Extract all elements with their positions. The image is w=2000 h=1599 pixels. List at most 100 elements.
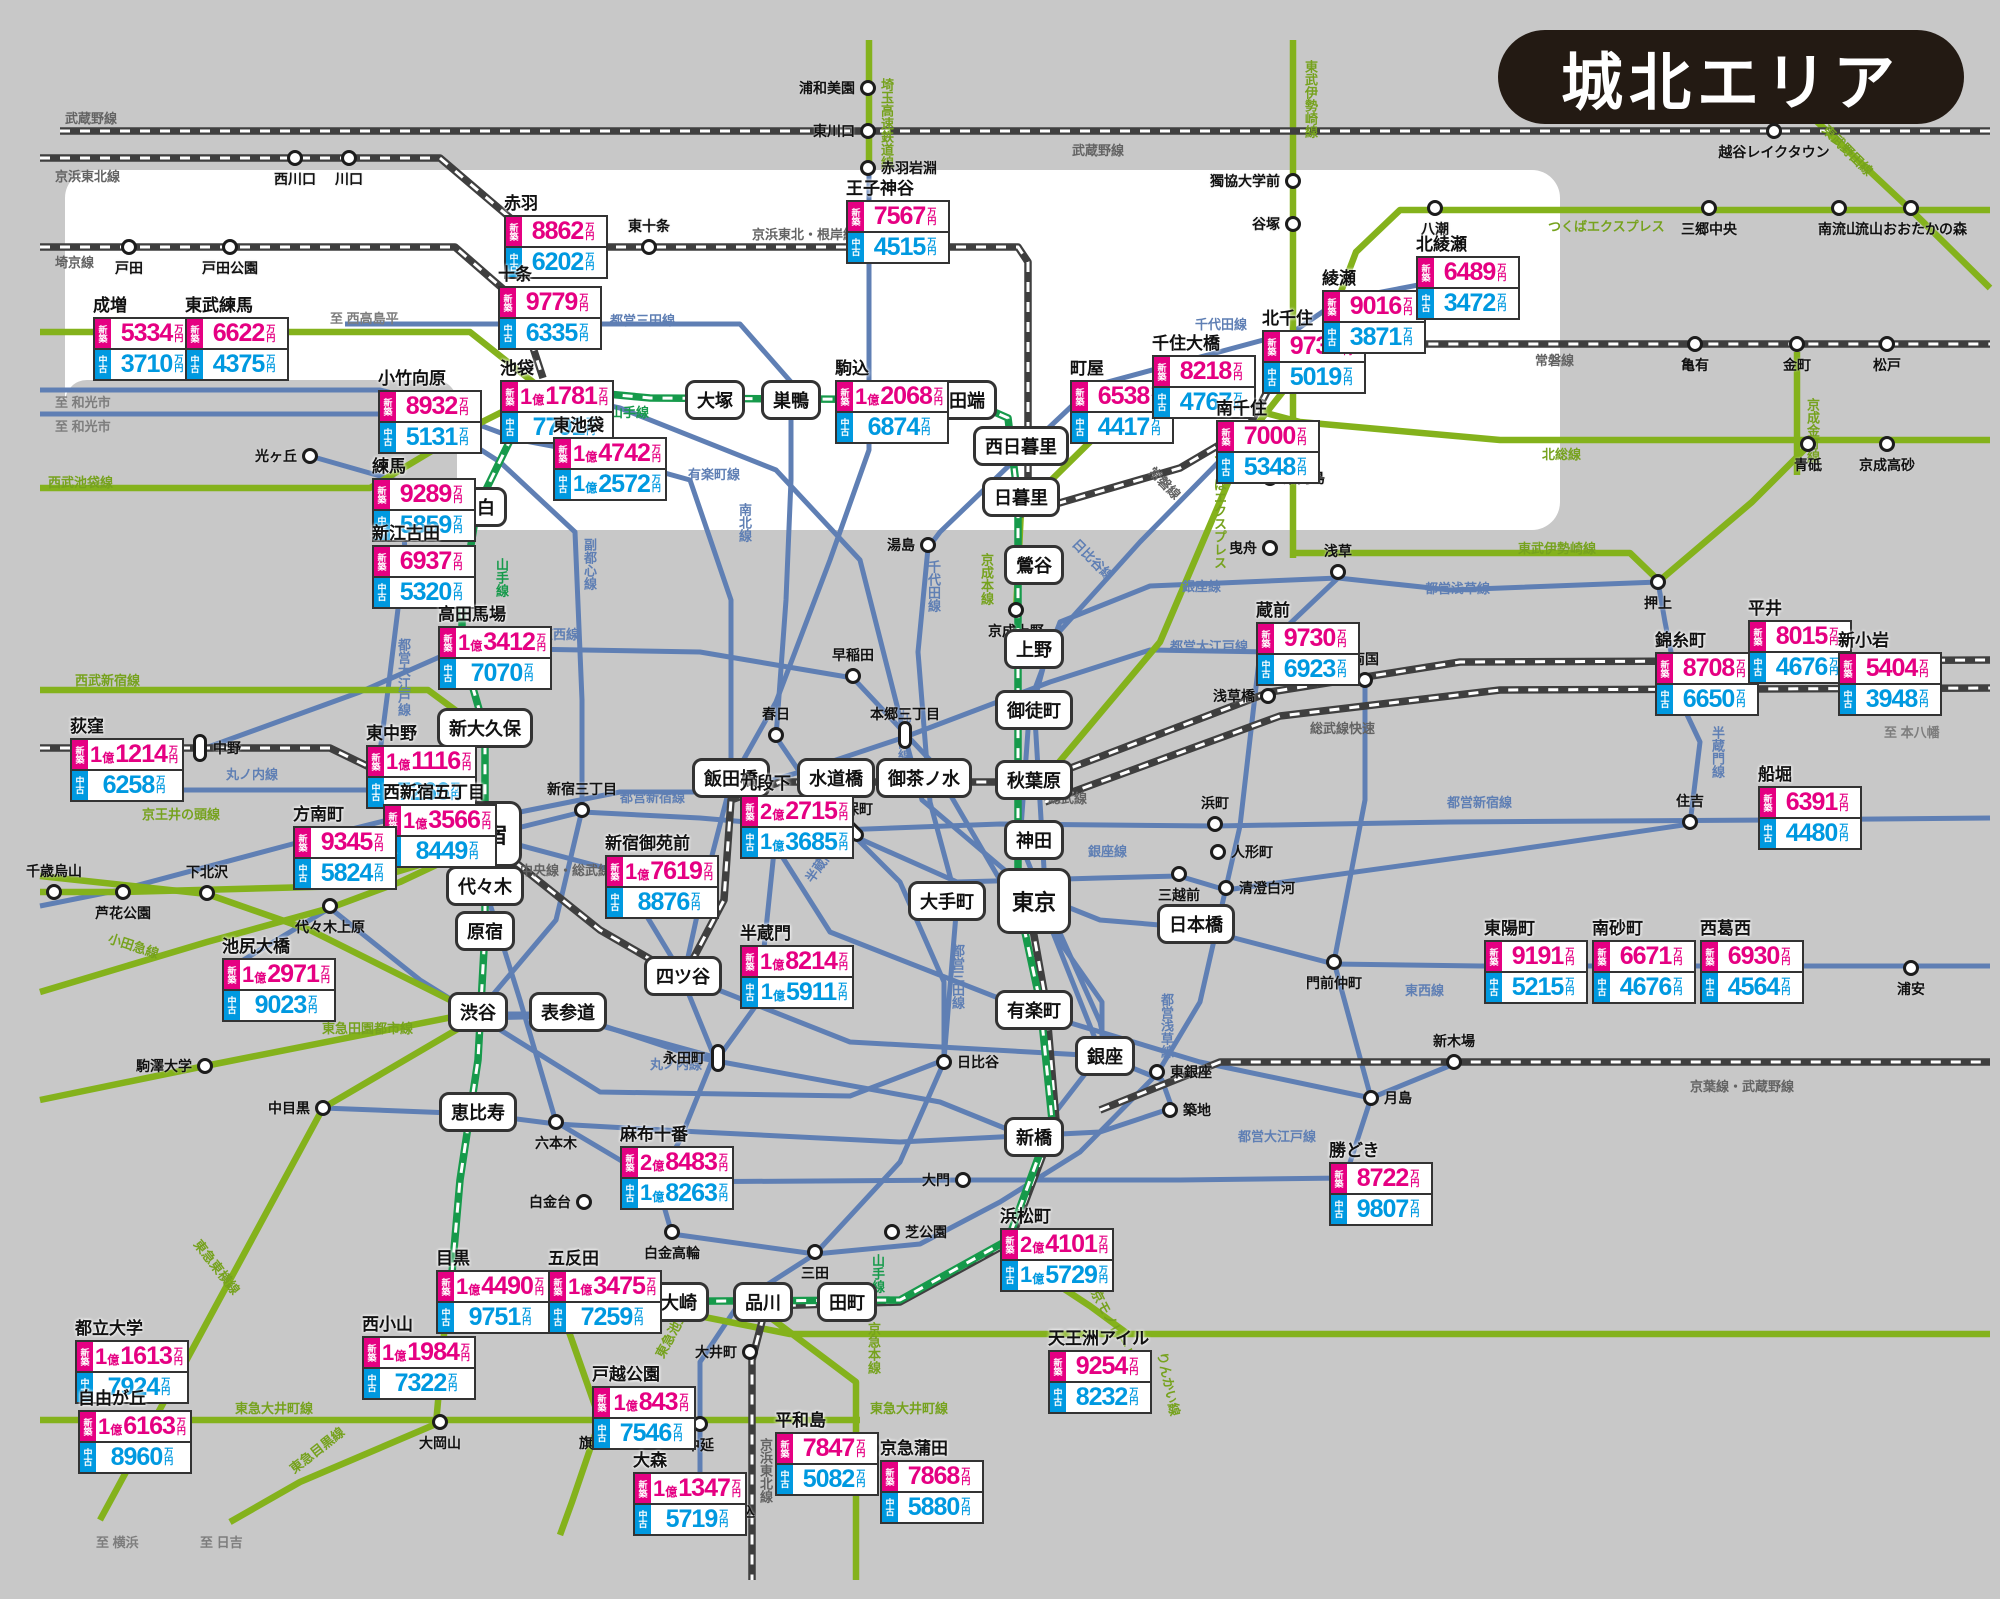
area-title-badge: 城北エリア (1498, 30, 1964, 124)
station-box: 田町 (817, 1282, 877, 1322)
new-construction-tag: 新築 (550, 1272, 566, 1301)
station-circle-label: 浅草 (1324, 543, 1352, 559)
station-circle-label: 松戸 (1873, 357, 1901, 373)
station-dot (742, 1344, 758, 1360)
price-badge-station-name: 東中野 (366, 724, 417, 743)
new-construction-tag: 新築 (380, 392, 396, 421)
new-construction-tag: 新築 (1840, 654, 1856, 683)
price-badge-station-name: 小竹向原 (378, 369, 446, 388)
price-badge-station-name: 十条 (498, 265, 532, 284)
used-tag: 中古 (440, 658, 456, 688)
price-badge-station-name: 駒込 (835, 359, 869, 378)
railway-line (556, 1310, 604, 1537)
station-circle-label: 新宿三丁目 (547, 781, 617, 797)
price-badge-station-name: 新江古田 (372, 524, 440, 543)
line-label: 京成本線 (979, 553, 994, 605)
station-dot (1903, 960, 1919, 976)
station-dot (121, 239, 137, 255)
line-label: 京葉線・武蔵野線 (1690, 1079, 1795, 1094)
line-label: 東急大井町線 (235, 1401, 314, 1416)
station-circle-label: 湯島 (887, 537, 915, 553)
line-label: 銀座線 (1088, 844, 1128, 859)
station-dot (1285, 216, 1301, 232)
station-circle-label: 南流山 (1818, 221, 1860, 237)
line-label: 埼京線 (55, 255, 95, 270)
railway-line (479, 581, 1703, 1061)
new-construction-tag: 新築 (502, 382, 518, 411)
price-badge-station-name: 京急蒲田 (880, 1439, 948, 1458)
used-tag: 中古 (1258, 654, 1274, 684)
used-tag: 中古 (224, 990, 240, 1020)
line-label: 銀座線 (1182, 579, 1222, 594)
used-tag: 中古 (848, 232, 864, 262)
station-dot (1701, 200, 1717, 216)
station-circle-label: 築地 (1183, 1102, 1211, 1118)
line-label: 武蔵野線 (1072, 143, 1125, 158)
station-box: 秋葉原 (995, 760, 1073, 800)
station-circle-label: 曳舟 (1229, 540, 1257, 556)
railway-line (1044, 686, 1991, 804)
price-badge-station-name: 新小岩 (1838, 631, 1889, 650)
station-circle-label: 川口 (335, 171, 363, 187)
station-box: 御茶ノ水 (876, 758, 972, 798)
new-construction-tag: 新築 (1264, 332, 1280, 361)
line-label: 千代田線 (926, 560, 941, 612)
station-box: 大塚 (685, 380, 745, 420)
price-badge-station-name: 綾瀬 (1322, 269, 1356, 288)
used-tag: 中古 (500, 318, 516, 348)
line-label: 東武伊勢崎線 (1303, 60, 1318, 138)
line-label: 京浜東北線 (55, 169, 121, 184)
